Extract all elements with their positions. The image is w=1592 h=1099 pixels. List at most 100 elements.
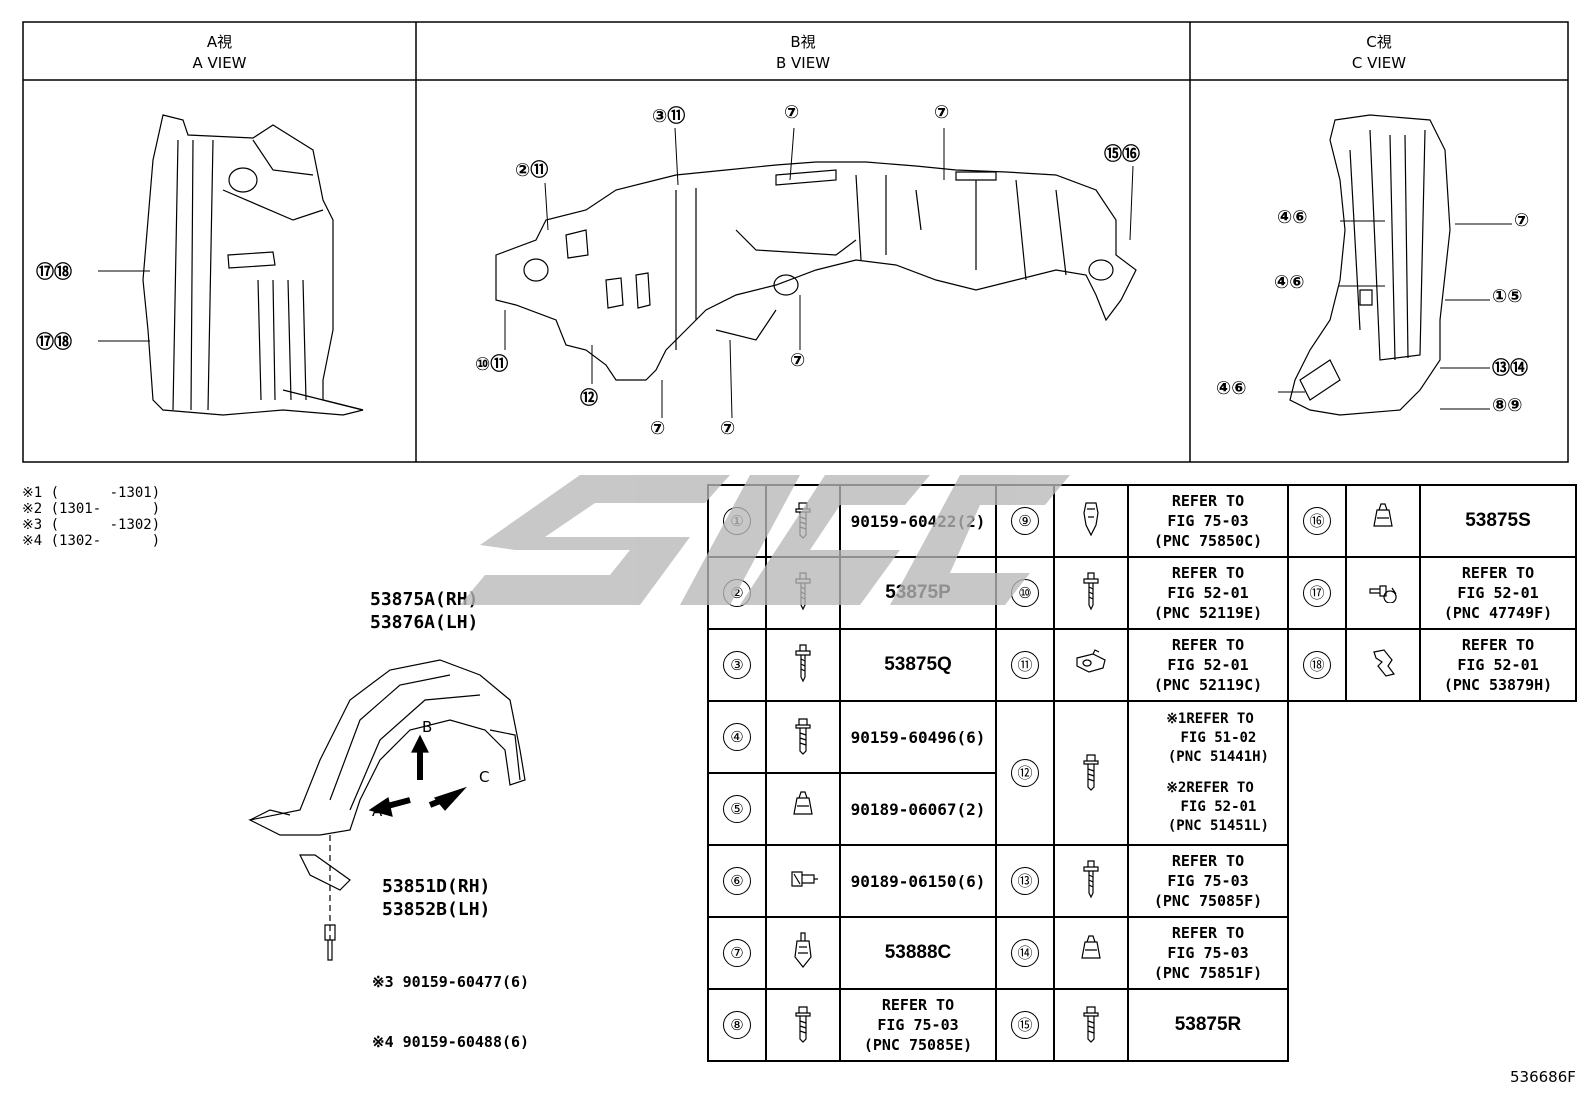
c-callout-8-9: ⑧⑨: [1492, 395, 1523, 416]
part-3-number-cell: ③: [707, 628, 767, 702]
liner-part-labels: 53875A(RH) 53876A(LH): [370, 588, 478, 634]
part-number-cell: 90159-60496(6): [839, 700, 997, 774]
arrow-label-c: C: [479, 768, 490, 786]
b-callout-7-bottom-left: ⑦: [650, 418, 666, 439]
part-number: ⑧: [723, 1011, 751, 1039]
grommet-icon: [765, 844, 841, 918]
a-view-title-jp: A視: [206, 33, 233, 51]
a-callout-17-18-lower: ⑰⑱: [36, 332, 72, 353]
part-14-number-cell: ⑭: [995, 916, 1055, 990]
a-view-drawing: [142, 114, 364, 416]
ref-line: FIG 51-02: [1163, 730, 1257, 746]
ref-line: (PNC 75085F): [1153, 892, 1263, 910]
c-callout-4-6-mid: ④⑥: [1274, 272, 1305, 293]
ref-line: REFER TO: [1461, 564, 1535, 582]
bolt-part-labels: ※3 90159-60477(6) ※4 90159-60488(6): [372, 932, 529, 1072]
part-18-number-cell: ⑱: [1287, 628, 1347, 702]
b-callout-7-bottom-right: ⑦: [790, 350, 806, 371]
nut-clip-icon: [765, 772, 841, 846]
part-11-number-cell: ⑪: [995, 628, 1055, 702]
part-12-reference: ※1REFER TO FIG 51-02 (PNC 51441H)※2REFER…: [1127, 700, 1289, 846]
part-number-cell: 53875Q: [839, 628, 997, 702]
note-2: ※2 (1301- ): [22, 501, 161, 517]
ref-line: (PNC 51441H): [1150, 749, 1269, 765]
part-6-number-cell: ⑥: [707, 844, 767, 918]
part-12-number-cell: ⑫: [995, 700, 1055, 846]
c-callout-4-6-lower: ④⑥: [1216, 378, 1247, 399]
figure-code: 536686F: [1510, 1068, 1576, 1086]
bolt-3-label: ※3 90159-60477(6): [372, 973, 530, 991]
part-8-number-cell: ⑧: [707, 988, 767, 1062]
hose-clamp-icon: [1345, 556, 1421, 630]
part-number: ⑬: [1011, 867, 1039, 895]
b-view-title-jp: B視: [790, 33, 816, 51]
screw-icon: [765, 628, 841, 702]
note-3: ※3 ( -1302): [22, 517, 161, 533]
empty-cell: [1288, 917, 1576, 989]
a-view-header: A視 A VIEW: [23, 32, 416, 74]
note-1: ※1 ( -1301): [22, 485, 161, 501]
part-number-cell: 90189-06067(2): [839, 772, 997, 846]
part-number-cell: 53875S: [1419, 484, 1577, 558]
watermark-logo: [460, 475, 1070, 605]
c-callout-13-14: ⑬⑭: [1492, 358, 1528, 379]
part-7-number-cell: ⑦: [707, 916, 767, 990]
ref-line: REFER TO: [881, 996, 955, 1014]
b-leader-lines: [504, 127, 1134, 419]
screw-icon: [1053, 556, 1129, 630]
empty-cell: [1288, 845, 1576, 917]
ref-line: REFER TO: [1461, 636, 1535, 654]
seal-rh-label: 53851D(RH): [382, 876, 491, 897]
liner-lh-label: 53876A(LH): [370, 612, 479, 633]
ref-line: FIG 52-01: [1457, 656, 1539, 674]
spring-clip-icon: [1345, 628, 1421, 702]
part-4-number-cell: ④: [707, 700, 767, 774]
empty-cell: [1288, 989, 1576, 1061]
b-callout-7-bottom-mid: ⑦: [720, 418, 736, 439]
ref-line: (PNC 53879H): [1443, 676, 1553, 694]
part-13-number-cell: ⑬: [995, 844, 1055, 918]
c-leader-lines: [1278, 220, 1512, 410]
c-view-title-jp: C視: [1366, 33, 1392, 51]
ref-line: FIG 52-01: [1457, 584, 1539, 602]
c-view-header: C視 C VIEW: [1190, 32, 1568, 74]
flange-bolt-icon: [765, 700, 841, 774]
flange-bolt-icon: [1053, 700, 1129, 846]
part-number: ⑥: [723, 867, 751, 895]
seal-lh-label: 53852B(LH): [382, 899, 491, 920]
b-view-drawing: [495, 161, 1137, 381]
table-row: ⑤ 90189-06067(2): [707, 772, 1576, 846]
part-15-number-cell: ⑮: [995, 988, 1055, 1062]
liner-rh-label: 53875A(RH): [370, 589, 479, 610]
ref-line: REFER TO: [1171, 492, 1245, 510]
b-view-header: B視 B VIEW: [416, 32, 1190, 74]
ref-line: (PNC 75085E): [863, 1036, 973, 1054]
nut-clip-icon: [1053, 916, 1129, 990]
c-view-drawing: [1289, 114, 1451, 416]
ref-line: FIG 75-03: [877, 1016, 959, 1034]
part-number-cell: 90189-06150(6): [839, 844, 997, 918]
c-callout-1-5: ①⑤: [1492, 286, 1523, 307]
push-clip-icon: [765, 916, 841, 990]
flange-bolt-icon: [1053, 988, 1129, 1062]
clip-icon: [1053, 484, 1129, 558]
ref-line: (PNC 75851F): [1153, 964, 1263, 982]
b-callout-10-11: ⑩⑪: [475, 354, 509, 375]
part-number: ⑫: [1011, 759, 1039, 787]
ref-line: REFER TO: [1171, 636, 1245, 654]
a-leader-lines: [98, 270, 150, 342]
ref-line: FIG 52-01: [1167, 584, 1249, 602]
ref-line: (PNC 51451L): [1150, 818, 1269, 834]
note-4: ※4 (1302- ): [22, 533, 161, 549]
nut-clip-icon: [1345, 484, 1421, 558]
ref-line: REFER TO: [1171, 564, 1245, 582]
ref-line: FIG 52-01: [1167, 656, 1249, 674]
table-row: ④ 90159-60496(6) ⑫ ※1REFER TO FIG 51-02 …: [707, 700, 1576, 846]
view-panels: [22, 21, 1569, 463]
